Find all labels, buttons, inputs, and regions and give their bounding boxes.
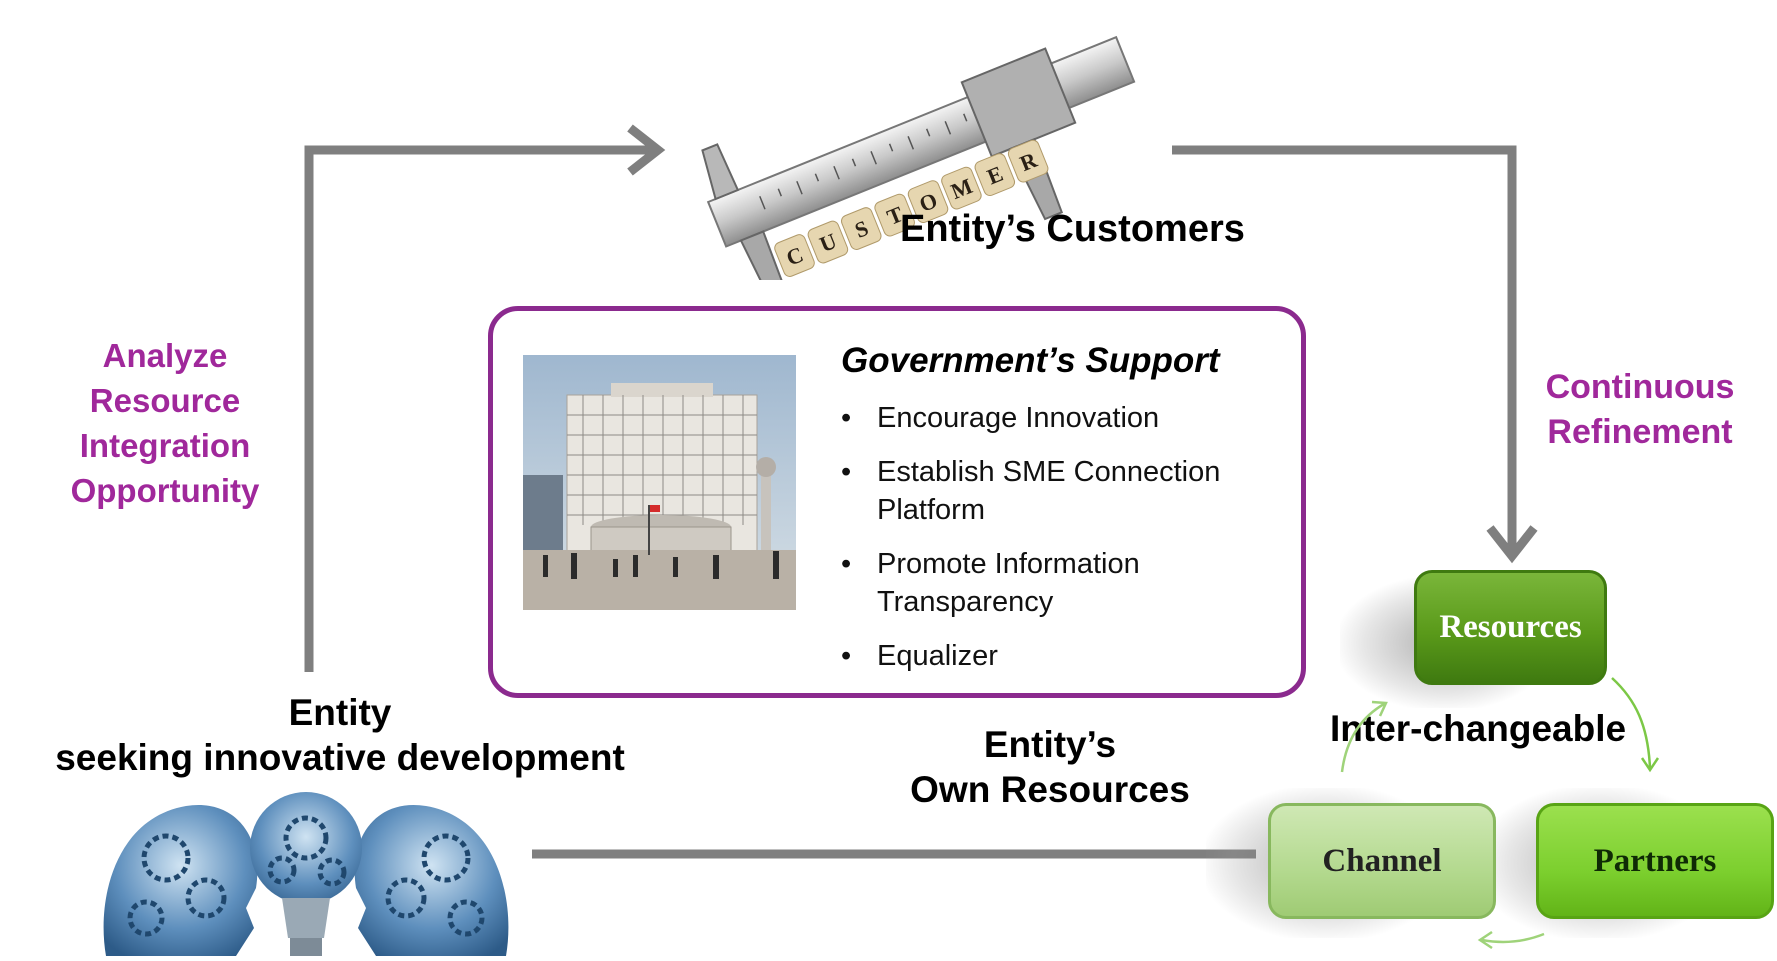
partners-box: Partners [1536,803,1774,919]
analyze-label-line: Analyze [102,337,228,374]
arrow-customers-to-resources [1172,145,1517,552]
resources-box: Resources [1414,570,1607,685]
entity-label-line: Entity [288,692,392,733]
customers-label: Entity’s Customers [900,208,1245,250]
analyze-label-line: Resource [89,382,241,419]
own-resources-label: Entity’s Own Resources [880,722,1220,812]
support-item: Promote Information Transparency [841,545,1271,621]
channel-box: Channel [1268,803,1496,919]
government-support-box: Government’s Support Encourage Innovatio… [488,306,1306,698]
support-item: Establish SME Connection Platform [841,453,1271,529]
customer-blocks: C U S T O M E R [774,139,1049,277]
refinement-label: Continuous Refinement [1520,365,1760,455]
arrowhead-customers [627,124,666,176]
government-building-photo [523,355,796,610]
cycle-arrow-partners-to-channel [1481,932,1545,944]
analyze-label: Analyze Resource Integration Opportunity [30,333,300,513]
analyze-label-line: Opportunity [70,472,260,509]
entity-label-line: seeking innovative development [55,737,625,778]
support-title: Government’s Support [841,341,1220,380]
entity-label: Entity seeking innovative development [0,690,680,780]
refinement-label-line: Refinement [1547,413,1733,451]
refinement-label-line: Continuous [1545,368,1735,406]
cycle-arrow-resources-to-partners [1611,677,1652,769]
support-item: Equalizer [841,637,1271,675]
innovation-heads-image [96,778,516,956]
cycle-arrow-channel-to-resources [1340,702,1385,773]
own-resources-label-line: Own Resources [910,769,1190,810]
support-list: Encourage Innovation Establish SME Conne… [841,399,1271,691]
arrow-entity-to-customers [304,145,655,672]
arrowhead-resources [1486,525,1538,564]
cycle-arrows [1340,677,1660,950]
analyze-label-line: Integration [79,427,251,464]
own-resources-label-line: Entity’s [983,724,1117,765]
support-item: Encourage Innovation [841,399,1271,437]
